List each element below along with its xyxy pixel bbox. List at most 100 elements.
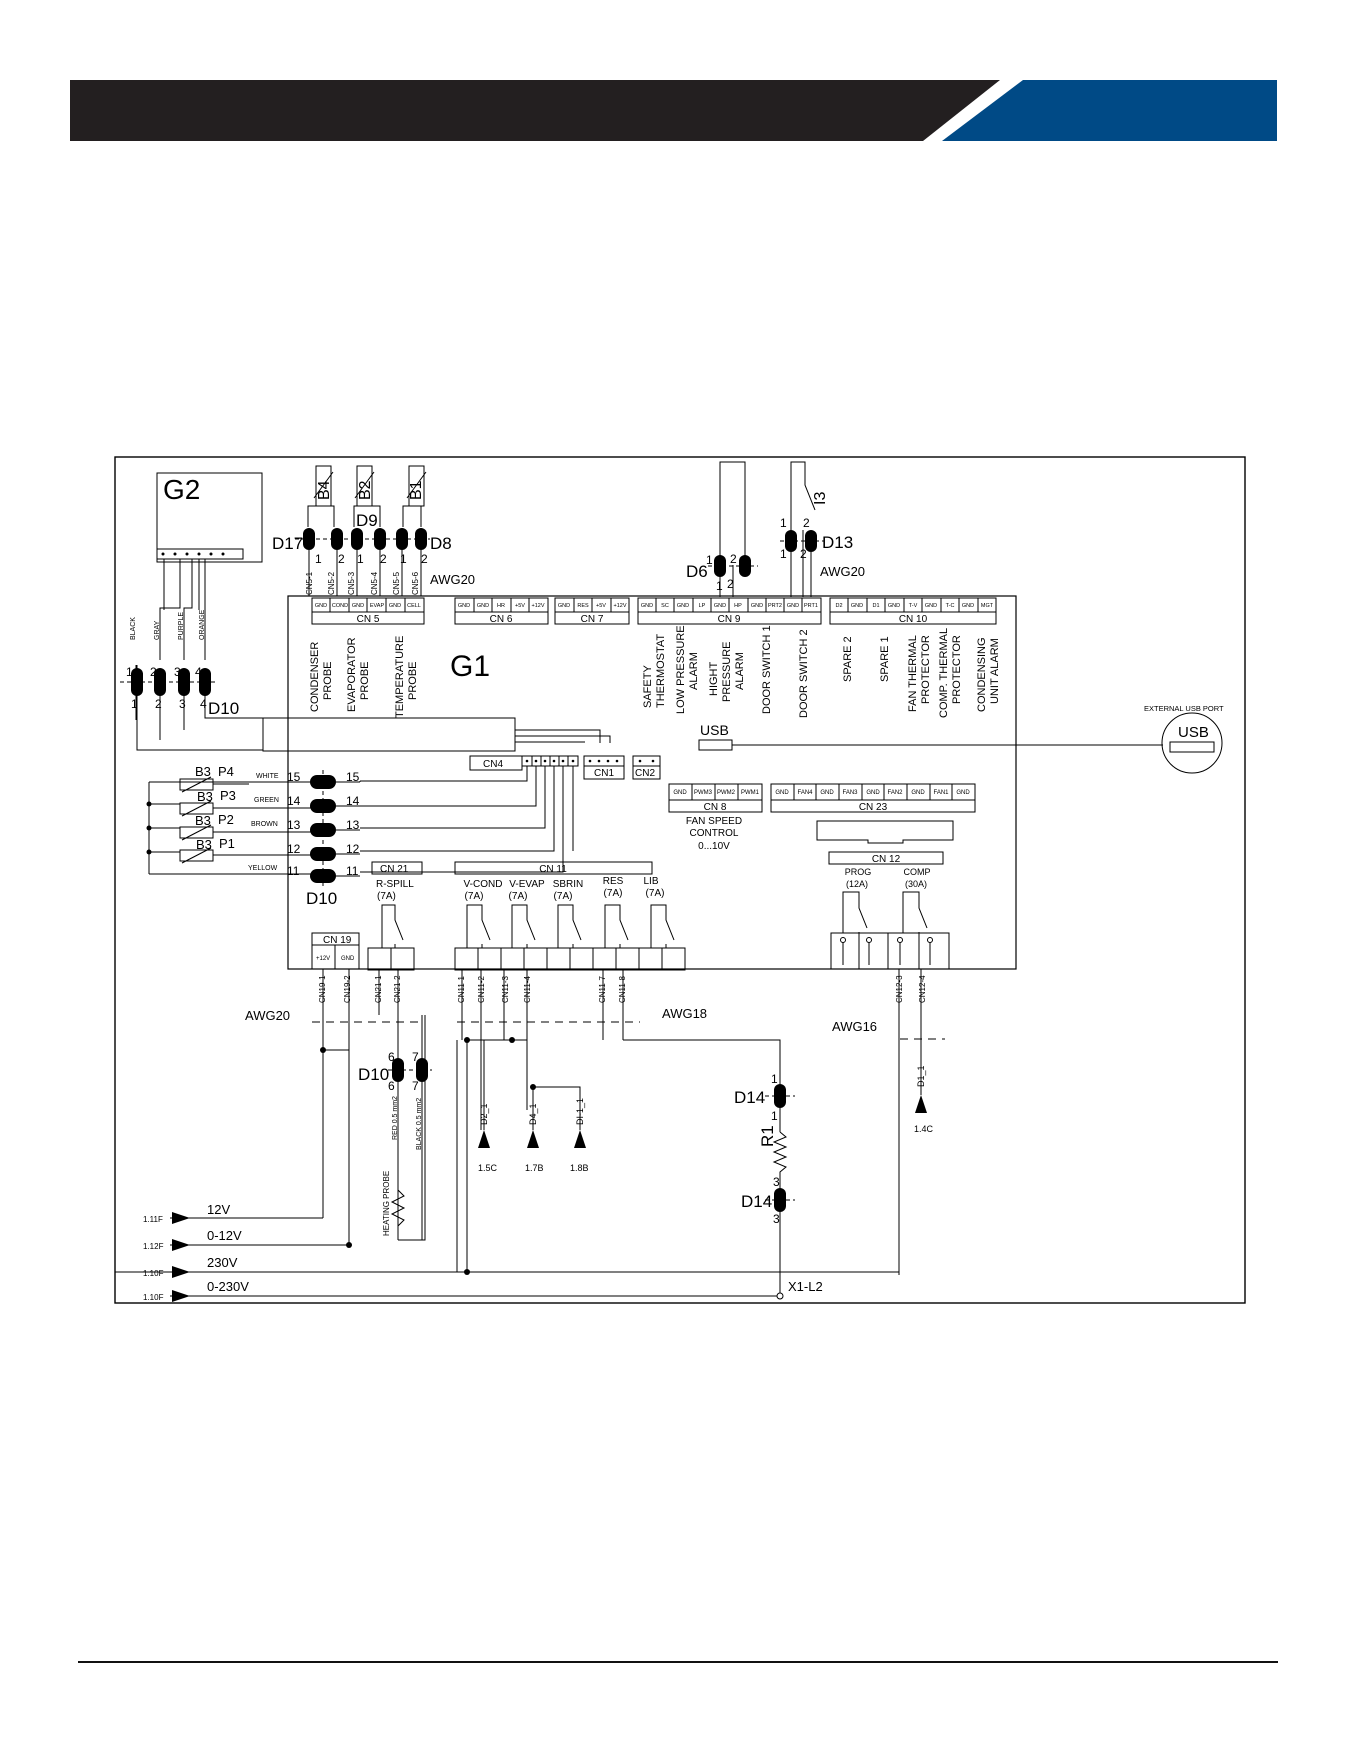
svg-text:CN11-3: CN11-3 — [501, 975, 510, 1003]
svg-text:USB: USB — [700, 722, 729, 738]
cn23-label: CN 23 — [859, 802, 888, 813]
svg-text:CN12-3: CN12-3 — [895, 975, 904, 1003]
svg-text:GND: GND — [888, 603, 900, 609]
awg20-cn9: AWG20 — [820, 564, 865, 579]
cn23-block: GND FAN4 GND FAN3 GND FAN2 GND FAN1 GND … — [770, 783, 976, 844]
cn10-label: CN 10 — [899, 614, 928, 625]
svg-text:COMP. THERMAL: COMP. THERMAL — [938, 628, 950, 718]
svg-text:EVAP: EVAP — [370, 603, 385, 609]
svg-text:1: 1 — [315, 552, 322, 566]
svg-text:4: 4 — [195, 665, 202, 679]
svg-text:CONDENSING: CONDENSING — [976, 637, 988, 712]
svg-text:SBRIN: SBRIN — [553, 879, 584, 890]
cn12-relays: CN 12 PROG (12A) COMP (30A) — [828, 851, 950, 970]
svg-text:V-EVAP: V-EVAP — [509, 879, 545, 890]
external-usb-port-label: EXTERNAL USB PORT — [1144, 704, 1224, 713]
svg-text:7: 7 — [412, 1079, 419, 1093]
awg20-cn5: AWG20 — [430, 572, 475, 587]
svg-text:(7A): (7A) — [465, 891, 484, 902]
svg-text:1: 1 — [357, 552, 364, 566]
svg-text:GND: GND — [352, 603, 364, 609]
svg-text:1: 1 — [780, 547, 787, 561]
svg-text:PROBE: PROBE — [322, 661, 334, 700]
svg-text:HEATING PROBE: HEATING PROBE — [382, 1171, 391, 1236]
svg-text:+5V: +5V — [596, 603, 606, 609]
svg-text:CN11-1: CN11-1 — [457, 975, 466, 1003]
cn21-relay: CN 21 R-SPILL (7A) — [367, 861, 423, 971]
svg-text:CN5-1: CN5-1 — [305, 571, 314, 595]
svg-text:CN5-6: CN5-6 — [411, 571, 420, 595]
d14-bottom-label: D14 — [741, 1192, 772, 1211]
svg-text:GND: GND — [820, 790, 834, 796]
svg-text:CN2: CN2 — [635, 768, 655, 779]
svg-text:FAN SPEED: FAN SPEED — [686, 816, 742, 827]
awg18-bottom: AWG18 — [662, 1006, 707, 1021]
svg-text:230V: 230V — [207, 1255, 238, 1270]
svg-text:RED 0.5 mm2: RED 0.5 mm2 — [392, 1096, 399, 1140]
svg-text:6: 6 — [388, 1050, 395, 1064]
svg-text:CN21-1: CN21-1 — [374, 975, 383, 1003]
svg-text:CONTROL: CONTROL — [690, 828, 739, 839]
svg-text:FAN3: FAN3 — [842, 790, 858, 796]
svg-text:FAN4: FAN4 — [797, 790, 813, 796]
svg-text:0-230V: 0-230V — [207, 1279, 249, 1294]
usb-section: USB USB EXTERNAL USB PORT — [698, 704, 1224, 774]
svg-text:GND: GND — [673, 790, 687, 796]
svg-text:BLACK: BLACK — [130, 617, 137, 640]
svg-text:GND: GND — [962, 603, 974, 609]
svg-text:0-12V: 0-12V — [207, 1228, 242, 1243]
svg-text:1.8B: 1.8B — [570, 1163, 589, 1173]
svg-text:(7A): (7A) — [377, 891, 396, 902]
cn11-label: CN 11 — [539, 864, 567, 875]
svg-text:CN5-5: CN5-5 — [392, 571, 401, 595]
svg-text:3: 3 — [179, 697, 186, 711]
svg-text:(7A): (7A) — [509, 891, 528, 902]
svg-text:B3: B3 — [197, 789, 213, 804]
svg-text:3: 3 — [773, 1175, 780, 1189]
svg-text:1.7B: 1.7B — [525, 1163, 544, 1173]
svg-text:2: 2 — [800, 547, 807, 561]
b4-label: B4 — [316, 480, 333, 500]
cn5-label: CN 5 — [357, 614, 380, 625]
svg-text:14: 14 — [346, 794, 360, 808]
svg-text:2: 2 — [421, 552, 428, 566]
svg-text:RES: RES — [603, 876, 624, 887]
svg-text:GND: GND — [925, 603, 937, 609]
svg-text:D2: D2 — [835, 603, 842, 609]
i3-label: I3 — [812, 492, 829, 505]
svg-text:CELL: CELL — [407, 603, 421, 609]
svg-text:R-SPILL: R-SPILL — [376, 879, 414, 890]
svg-text:V-COND: V-COND — [464, 879, 503, 890]
d13-label: D13 — [822, 533, 853, 552]
svg-text:GND: GND — [477, 603, 489, 609]
svg-text:MGT: MGT — [981, 603, 994, 609]
usb-board-socket — [698, 739, 733, 751]
g2-label: G2 — [163, 474, 200, 505]
svg-text:CN12-4: CN12-4 — [918, 975, 927, 1003]
svg-text:B3: B3 — [195, 764, 211, 779]
svg-text:LOW PRESSURE: LOW PRESSURE — [675, 625, 687, 714]
svg-text:WHITE: WHITE — [256, 773, 279, 780]
svg-text:UNIT ALARM: UNIT ALARM — [989, 638, 1001, 704]
svg-text:+12V: +12V — [316, 956, 330, 962]
svg-text:CN19-1: CN19-1 — [318, 975, 327, 1003]
svg-text:THERMOSTAT: THERMOSTAT — [655, 634, 667, 708]
b2-label: B2 — [357, 480, 374, 500]
svg-text:HIGHT: HIGHT — [708, 662, 720, 697]
svg-text:15: 15 — [346, 770, 360, 784]
svg-text:GND: GND — [558, 603, 570, 609]
svg-text:FAN THERMAL: FAN THERMAL — [907, 635, 919, 712]
svg-text:12: 12 — [287, 842, 301, 856]
svg-text:BLACK 0.5 mm2: BLACK 0.5 mm2 — [416, 1098, 423, 1150]
probe-sensors: B4 B2 B1 — [307, 465, 427, 527]
d14-top-label: D14 — [734, 1088, 765, 1107]
header-accent-band — [942, 80, 1277, 141]
cn19-label: CN 19 — [323, 935, 352, 946]
board-output-wires: CN19-1 CN19-2 CN21-1 CN21-2 CN11-1 CN11-… — [115, 969, 945, 1275]
cn7-block: GND RES +5V +12V CN 7 — [554, 597, 630, 625]
svg-text:DOOR SWITCH 2: DOOR SWITCH 2 — [798, 629, 810, 718]
svg-text:1.10F: 1.10F — [143, 1293, 164, 1302]
svg-text:3: 3 — [174, 665, 181, 679]
d10-bottom-label: D10 — [358, 1065, 389, 1084]
svg-text:2: 2 — [155, 697, 162, 711]
